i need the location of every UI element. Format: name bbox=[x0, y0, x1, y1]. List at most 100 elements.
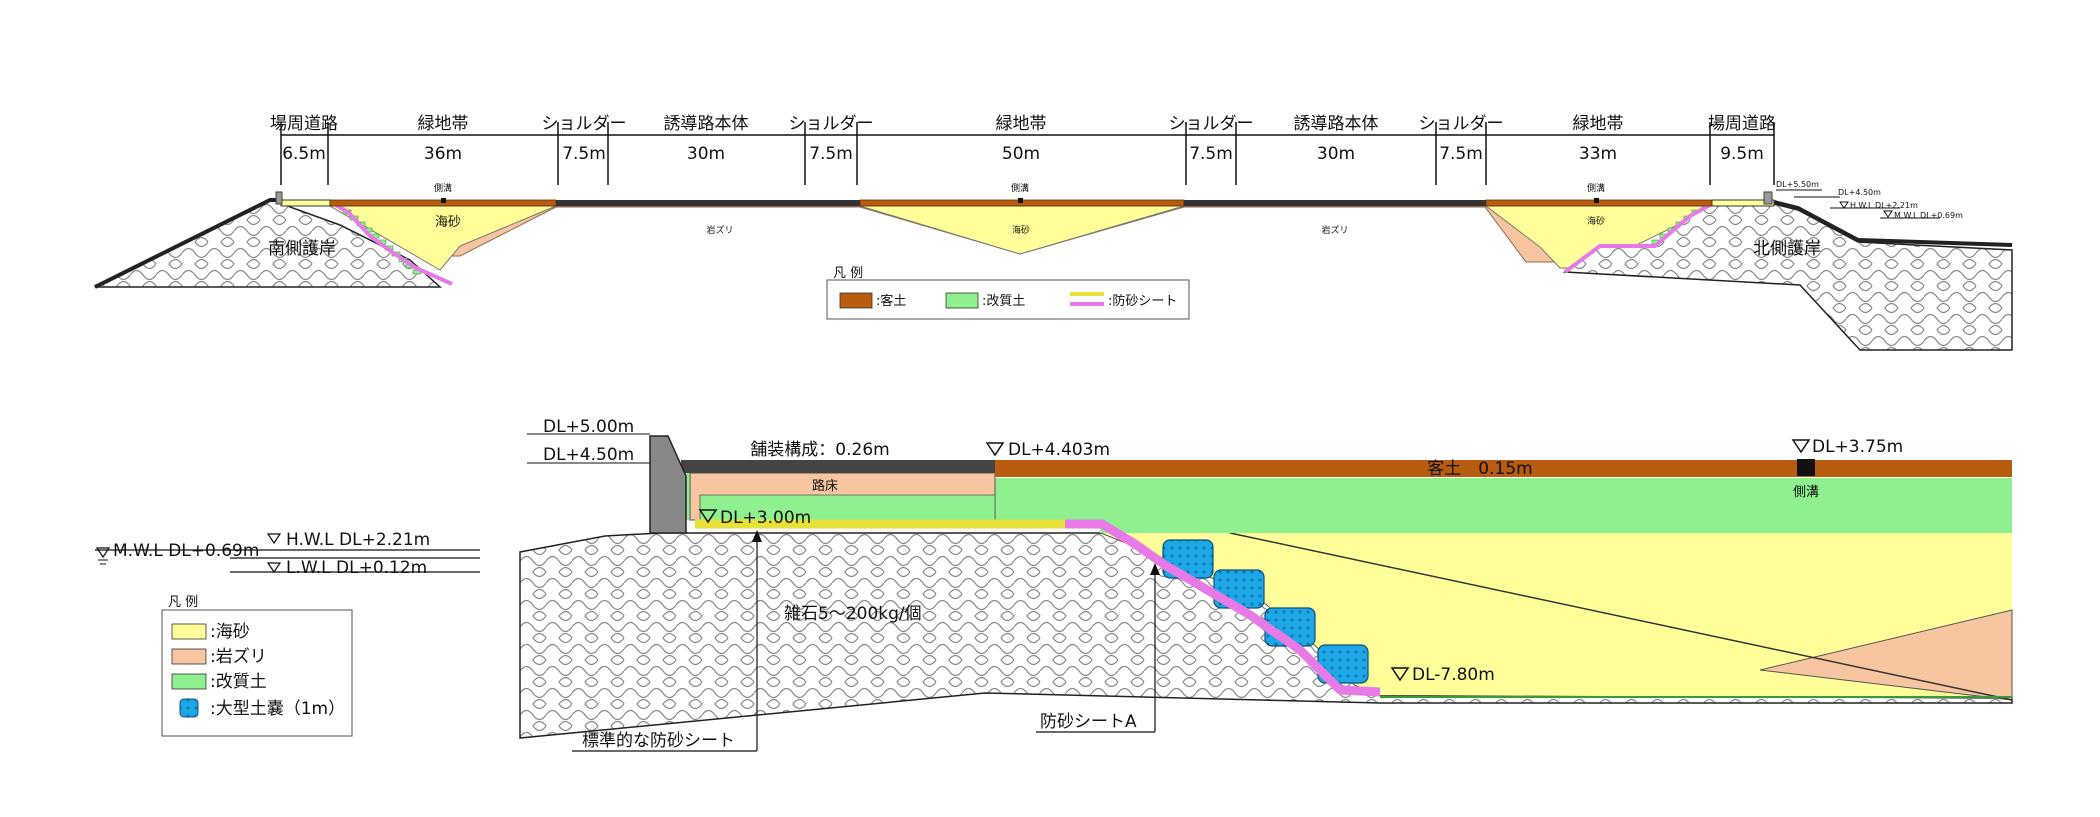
sand-sheet-a bbox=[1065, 519, 1381, 697]
callout-standard-label: 標準的な防砂シート bbox=[582, 731, 735, 751]
ditch-marker-right bbox=[1594, 198, 1599, 203]
legend-swatch-sandbag bbox=[179, 698, 199, 718]
dim-label-green-belt-center: 緑地帯 bbox=[996, 114, 1047, 134]
top-cross-section: 場周道路 緑地帯 ショルダー 誘導路本体 ショルダー 緑地帯 ショルダー 誘導路… bbox=[94, 114, 2013, 351]
bottom-detail-section: DL+5.00m DL+4.50m M.W.L DL+0.69m H.W.L D… bbox=[95, 417, 2013, 752]
bottom-legend-title: 凡 例 bbox=[168, 595, 198, 610]
dim-label-perimeter-road-right: 場周道路 bbox=[1708, 114, 1776, 134]
north-parapet bbox=[1763, 191, 1773, 205]
dl300-triangle bbox=[698, 509, 718, 524]
ditch-label-right: 側溝 bbox=[1587, 182, 1605, 194]
dim-value-shoulder-2: 7.5m bbox=[809, 144, 853, 164]
internal-slope-line bbox=[1229, 532, 2013, 701]
bottom-legend: 凡 例 :海砂 :岩ズリ :改質土 :大型土嚢（1m） bbox=[161, 595, 353, 737]
dim-value-taxiway-right: 30m bbox=[1317, 144, 1355, 164]
bottom-level-dl4403: DL+4.403m bbox=[1008, 440, 1110, 460]
perimeter-road-right-surface bbox=[1711, 199, 1775, 207]
dl375-triangle bbox=[1791, 439, 1811, 454]
sand-sheet-right bbox=[1563, 202, 1713, 274]
pavement-taxiway-left bbox=[556, 200, 860, 206]
bottom-water-lines bbox=[95, 549, 480, 573]
legend-label-rubble: :岩ズリ bbox=[210, 647, 267, 667]
dim-value-taxiway-left: 30m bbox=[687, 144, 725, 164]
ditch-label-center: 側溝 bbox=[1011, 182, 1029, 194]
mwl-triangle bbox=[95, 547, 111, 559]
top-level-dl550: DL+5.50m bbox=[1776, 180, 1819, 189]
north-revetment-label: 北側護岸 bbox=[1753, 239, 1821, 259]
dl4403-triangle bbox=[985, 442, 1005, 457]
legend-swatch-rubble bbox=[171, 648, 207, 665]
ditch-marker-left bbox=[441, 198, 446, 203]
legend-swatch-improved-soil-bottom bbox=[171, 673, 207, 690]
rubble-wedge-right bbox=[1759, 609, 2013, 701]
sea-sand-label-right: 海砂 bbox=[1587, 215, 1605, 227]
subgrade-label: 路床 bbox=[812, 478, 838, 494]
bottom-level-lines bbox=[527, 433, 650, 464]
topsoil-label: 客土 0.15m bbox=[1427, 459, 1532, 479]
dl780-triangle bbox=[1390, 667, 1410, 682]
pavement-taxiway-right bbox=[1184, 200, 1486, 206]
bottom-level-lwl: L.W.L DL+0.12m bbox=[286, 558, 427, 578]
bottom-level-mwl: M.W.L DL+0.69m bbox=[113, 541, 259, 561]
dim-label-shoulder-1: ショルダー bbox=[542, 114, 627, 134]
south-revetment-label: 南側護岸 bbox=[268, 239, 336, 259]
top-hwl-triangle bbox=[1839, 201, 1849, 209]
legend-swatch-sea-sand bbox=[171, 623, 207, 640]
legend-label-sandbag: :大型土嚢（1m） bbox=[210, 699, 345, 719]
rubble-note: 雑石5～200kg/個 bbox=[784, 604, 922, 624]
dim-value-shoulder-4: 7.5m bbox=[1439, 144, 1483, 164]
dim-value-shoulder-3: 7.5m bbox=[1189, 144, 1233, 164]
ditch-marker-center bbox=[1018, 198, 1023, 203]
sea-sand-label-left: 海砂 bbox=[435, 215, 461, 230]
dim-label-green-belt-right: 緑地帯 bbox=[1573, 114, 1624, 134]
ditch-block bbox=[1797, 459, 1815, 476]
parapet-wall bbox=[649, 435, 687, 534]
legend-label-sand-sheet: :防砂シート bbox=[1108, 293, 1177, 309]
legend-label-improved-soil: :改質土 bbox=[982, 294, 1025, 309]
dim-value-perimeter-road-left: 6.5m bbox=[282, 144, 326, 164]
pavement-layer bbox=[681, 460, 995, 473]
bottom-level-dl375: DL+3.75m bbox=[1812, 437, 1903, 457]
top-level-mwl: M.W.L DL+0.69m bbox=[1894, 211, 1963, 220]
dim-label-shoulder-2: ショルダー bbox=[789, 114, 874, 134]
top-level-hwl: H.W.L DL+2.21m bbox=[1850, 201, 1918, 210]
legend-label-sea-sand: :海砂 bbox=[210, 622, 250, 642]
dim-label-taxiway-right: 誘導路本体 bbox=[1294, 114, 1379, 134]
legend-label-improved-soil-bottom: :改質土 bbox=[210, 672, 267, 692]
dim-value-shoulder-1: 7.5m bbox=[562, 144, 606, 164]
dim-value-green-belt-left: 36m bbox=[424, 144, 462, 164]
top-legend-title: 凡 例 bbox=[833, 266, 863, 281]
dim-label-green-belt-left: 緑地帯 bbox=[418, 114, 469, 134]
top-level-dl450: DL+4.50m bbox=[1838, 188, 1881, 197]
south-parapet bbox=[275, 191, 283, 205]
ditch-label-bottom: 側溝 bbox=[1793, 485, 1819, 500]
top-legend: 凡 例 :客土 :改質土 :防砂シート bbox=[826, 266, 1190, 320]
dimension-ticks bbox=[280, 122, 1775, 185]
dim-label-shoulder-3: ショルダー bbox=[1169, 114, 1254, 134]
bottom-level-hwl: H.W.L DL+2.21m bbox=[286, 530, 430, 550]
rubble-label-right: 岩ズリ bbox=[1321, 224, 1348, 236]
dim-value-perimeter-road-right: 9.5m bbox=[1720, 144, 1764, 164]
legend-swatch-improved-soil bbox=[945, 292, 979, 309]
top-mwl-triangle bbox=[1883, 210, 1893, 218]
sea-sand-label-center: 海砂 bbox=[1012, 224, 1030, 236]
improved-soil-fill bbox=[685, 463, 2012, 533]
dim-label-shoulder-4: ショルダー bbox=[1419, 114, 1504, 134]
perimeter-road-left-surface bbox=[280, 199, 331, 207]
callout-sheet-a-arrow bbox=[1150, 563, 1160, 575]
rubble-label-left: 岩ズリ bbox=[706, 224, 733, 236]
dim-value-green-belt-center: 50m bbox=[1002, 144, 1040, 164]
callout-standard-arrow bbox=[752, 530, 762, 542]
legend-label-topsoil: :客土 bbox=[876, 293, 906, 309]
dim-label-perimeter-road-left: 場周道路 bbox=[270, 114, 338, 134]
legend-swatch-topsoil bbox=[839, 292, 873, 309]
lwl-triangle bbox=[266, 562, 282, 574]
north-slope-edge bbox=[1773, 200, 2013, 247]
pavement-label: 舗装構成：0.26m bbox=[750, 440, 889, 460]
top-water-level-lines bbox=[1776, 189, 1940, 219]
bottom-level-dl450: DL+4.50m bbox=[543, 445, 634, 465]
top-legend-box bbox=[826, 279, 1190, 320]
bottom-level-dl780: DL-7.80m bbox=[1412, 665, 1495, 685]
dim-label-taxiway-left: 誘導路本体 bbox=[664, 114, 749, 134]
